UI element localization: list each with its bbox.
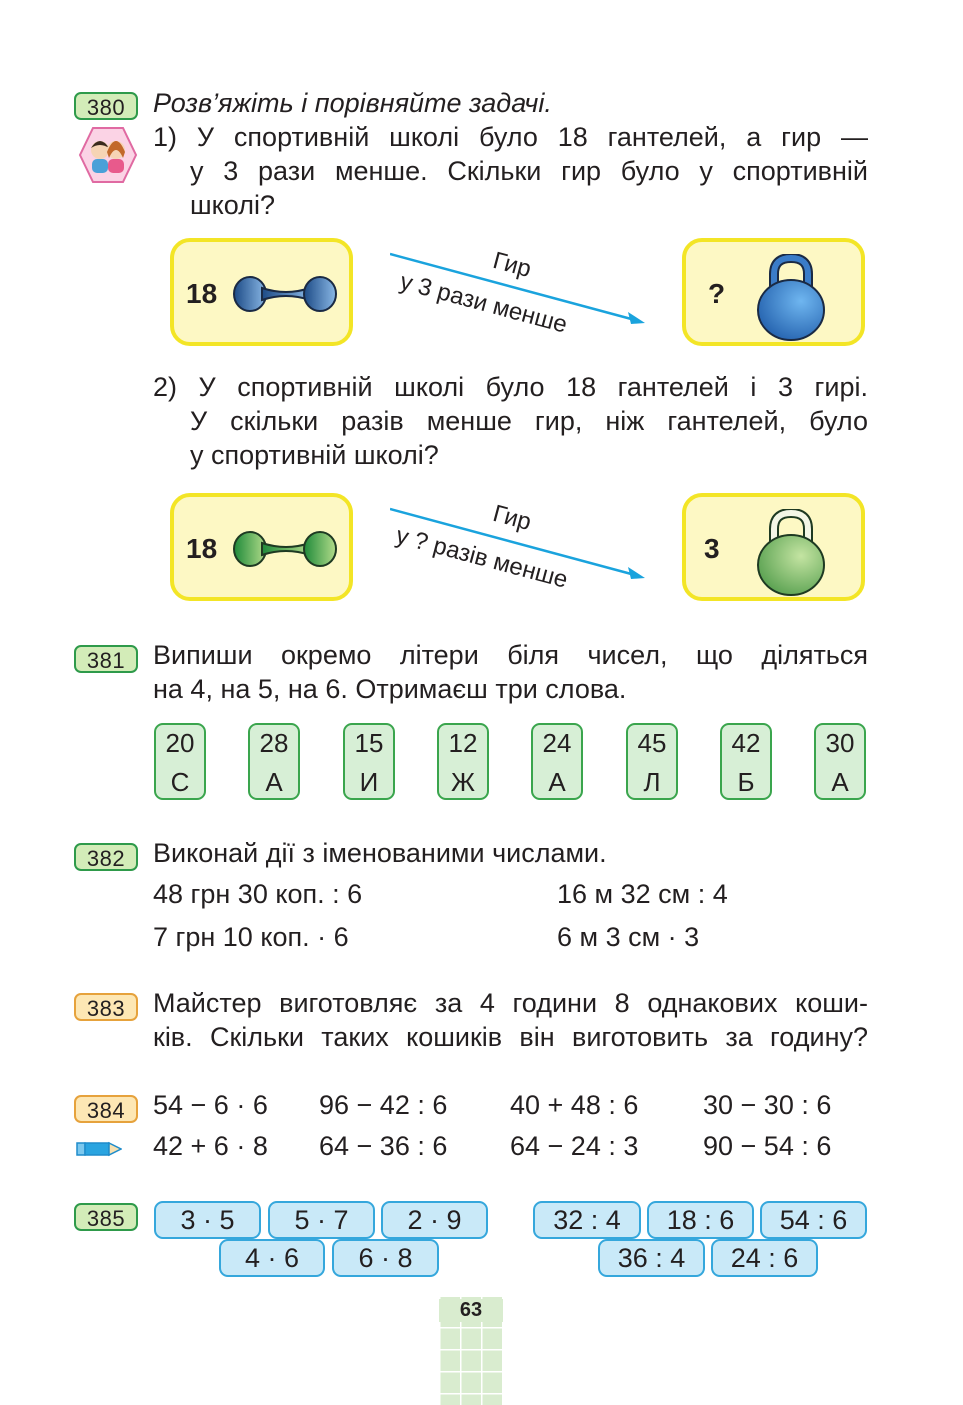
task-number-382: 382: [74, 843, 138, 871]
tile-number: 30: [825, 728, 855, 758]
expression-card: 4 · 6: [219, 1239, 325, 1277]
page-number-tab: 63: [439, 1297, 503, 1405]
expression: 64 − 24 : 3: [510, 1131, 639, 1161]
task-380-2-line3: у спортивній школі?: [190, 440, 439, 470]
tile-number: 28: [259, 728, 289, 758]
tile-letter: Л: [643, 767, 661, 797]
kettlebell-icon: [757, 254, 825, 341]
tile-letter: Ж: [450, 767, 475, 797]
expression-card: 54 : 6: [760, 1201, 867, 1239]
pair-work-icon: [78, 127, 138, 183]
scheme2-dumbbells-card: 18: [170, 493, 353, 601]
expression-card: 6 · 8: [332, 1239, 439, 1277]
tile-number: 20: [165, 728, 195, 758]
task-383-line1: Майстер виготовляє за 4 години 8 однаков…: [153, 988, 868, 1018]
tile-number: 42: [731, 728, 761, 758]
pencil-icon: [76, 1141, 122, 1157]
tile-number: 24: [542, 728, 572, 758]
expression-card: 2 · 9: [381, 1201, 488, 1239]
task-number-383: 383: [74, 993, 138, 1021]
dumbbell-icon: [233, 276, 337, 312]
task-383-line2: ків. Скільки таких кошиків він виготовит…: [153, 1022, 868, 1052]
task-380-1-line2: у 3 рази менше. Скільки гир було у спорт…: [190, 156, 868, 186]
scheme1-weights-card: ?: [682, 238, 865, 346]
expression: 42 + 6 · 8: [153, 1131, 268, 1161]
tile-number: 15: [354, 728, 384, 758]
expression: 16 м 32 см : 4: [557, 879, 728, 909]
expression: 30 − 30 : 6: [703, 1090, 832, 1120]
scheme1-weights-count: ?: [708, 278, 726, 309]
task-number-381: 381: [74, 645, 138, 673]
expression: 40 + 48 : 6: [510, 1090, 639, 1120]
expression: 96 − 42 : 6: [319, 1090, 448, 1120]
page-number: 63: [439, 1299, 503, 1322]
tile-letter: Б: [737, 767, 755, 797]
task-380-instruction: Розв’яжіть і порівняйте задачі.: [153, 88, 552, 118]
scheme2-dumbbells-count: 18: [186, 533, 218, 564]
task-380-2-line1: 2) У спортивній школі було 18 гантелей і…: [153, 372, 868, 402]
task-382-instruction: Виконай дії з іменованими числами.: [153, 838, 607, 868]
expression-card: 18 : 6: [647, 1201, 754, 1239]
tile-letter: И: [359, 767, 379, 797]
expression-card: 5 · 7: [268, 1201, 375, 1239]
expression: 6 м 3 см · 3: [557, 922, 700, 952]
expression: 64 − 36 : 6: [319, 1131, 448, 1161]
tile-letter: А: [831, 767, 849, 797]
scheme2-arrow: [389, 507, 650, 582]
task-380-1-line3: школі?: [190, 190, 275, 220]
tile-letter: А: [265, 767, 283, 797]
tile-letter: А: [548, 767, 566, 797]
kettlebell-icon: [757, 509, 825, 596]
scheme2-weights-count: 3: [704, 533, 720, 564]
scheme2-weights-card: 3: [682, 493, 865, 601]
scheme1-arrow: [389, 252, 650, 327]
task-number-380: 380: [74, 92, 138, 120]
expression-card: 32 : 4: [533, 1201, 641, 1239]
expression: 48 грн 30 коп. : 6: [153, 879, 363, 909]
task-381-line2: на 4, на 5, на 6. Отримаєш три слова.: [153, 674, 627, 704]
tile-number: 45: [637, 728, 667, 758]
expression: 90 − 54 : 6: [703, 1131, 832, 1161]
tile-number: 12: [448, 728, 478, 758]
task-380-2-line2: У скільки разів менше гир, ніж гантелей,…: [190, 406, 868, 436]
task-381-line1: Випиши окремо літери біля чисел, що діля…: [153, 640, 868, 670]
task-number-385: 385: [74, 1203, 138, 1231]
tile-letter: С: [170, 767, 190, 797]
task-380-1-line1: 1) У спортивній школі було 18 гантелей, …: [153, 122, 868, 152]
expression-card: 3 · 5: [154, 1201, 261, 1239]
expression-card: 24 : 6: [711, 1239, 818, 1277]
scheme1-dumbbells-card: 18: [170, 238, 353, 346]
dumbbell-icon: [233, 531, 337, 567]
expression: 7 грн 10 коп. · 6: [153, 922, 349, 952]
task-number-384: 384: [74, 1095, 138, 1123]
scheme1-dumbbells-count: 18: [186, 278, 218, 309]
expression: 54 − 6 · 6: [153, 1090, 268, 1120]
expression-card: 36 : 4: [598, 1239, 705, 1277]
